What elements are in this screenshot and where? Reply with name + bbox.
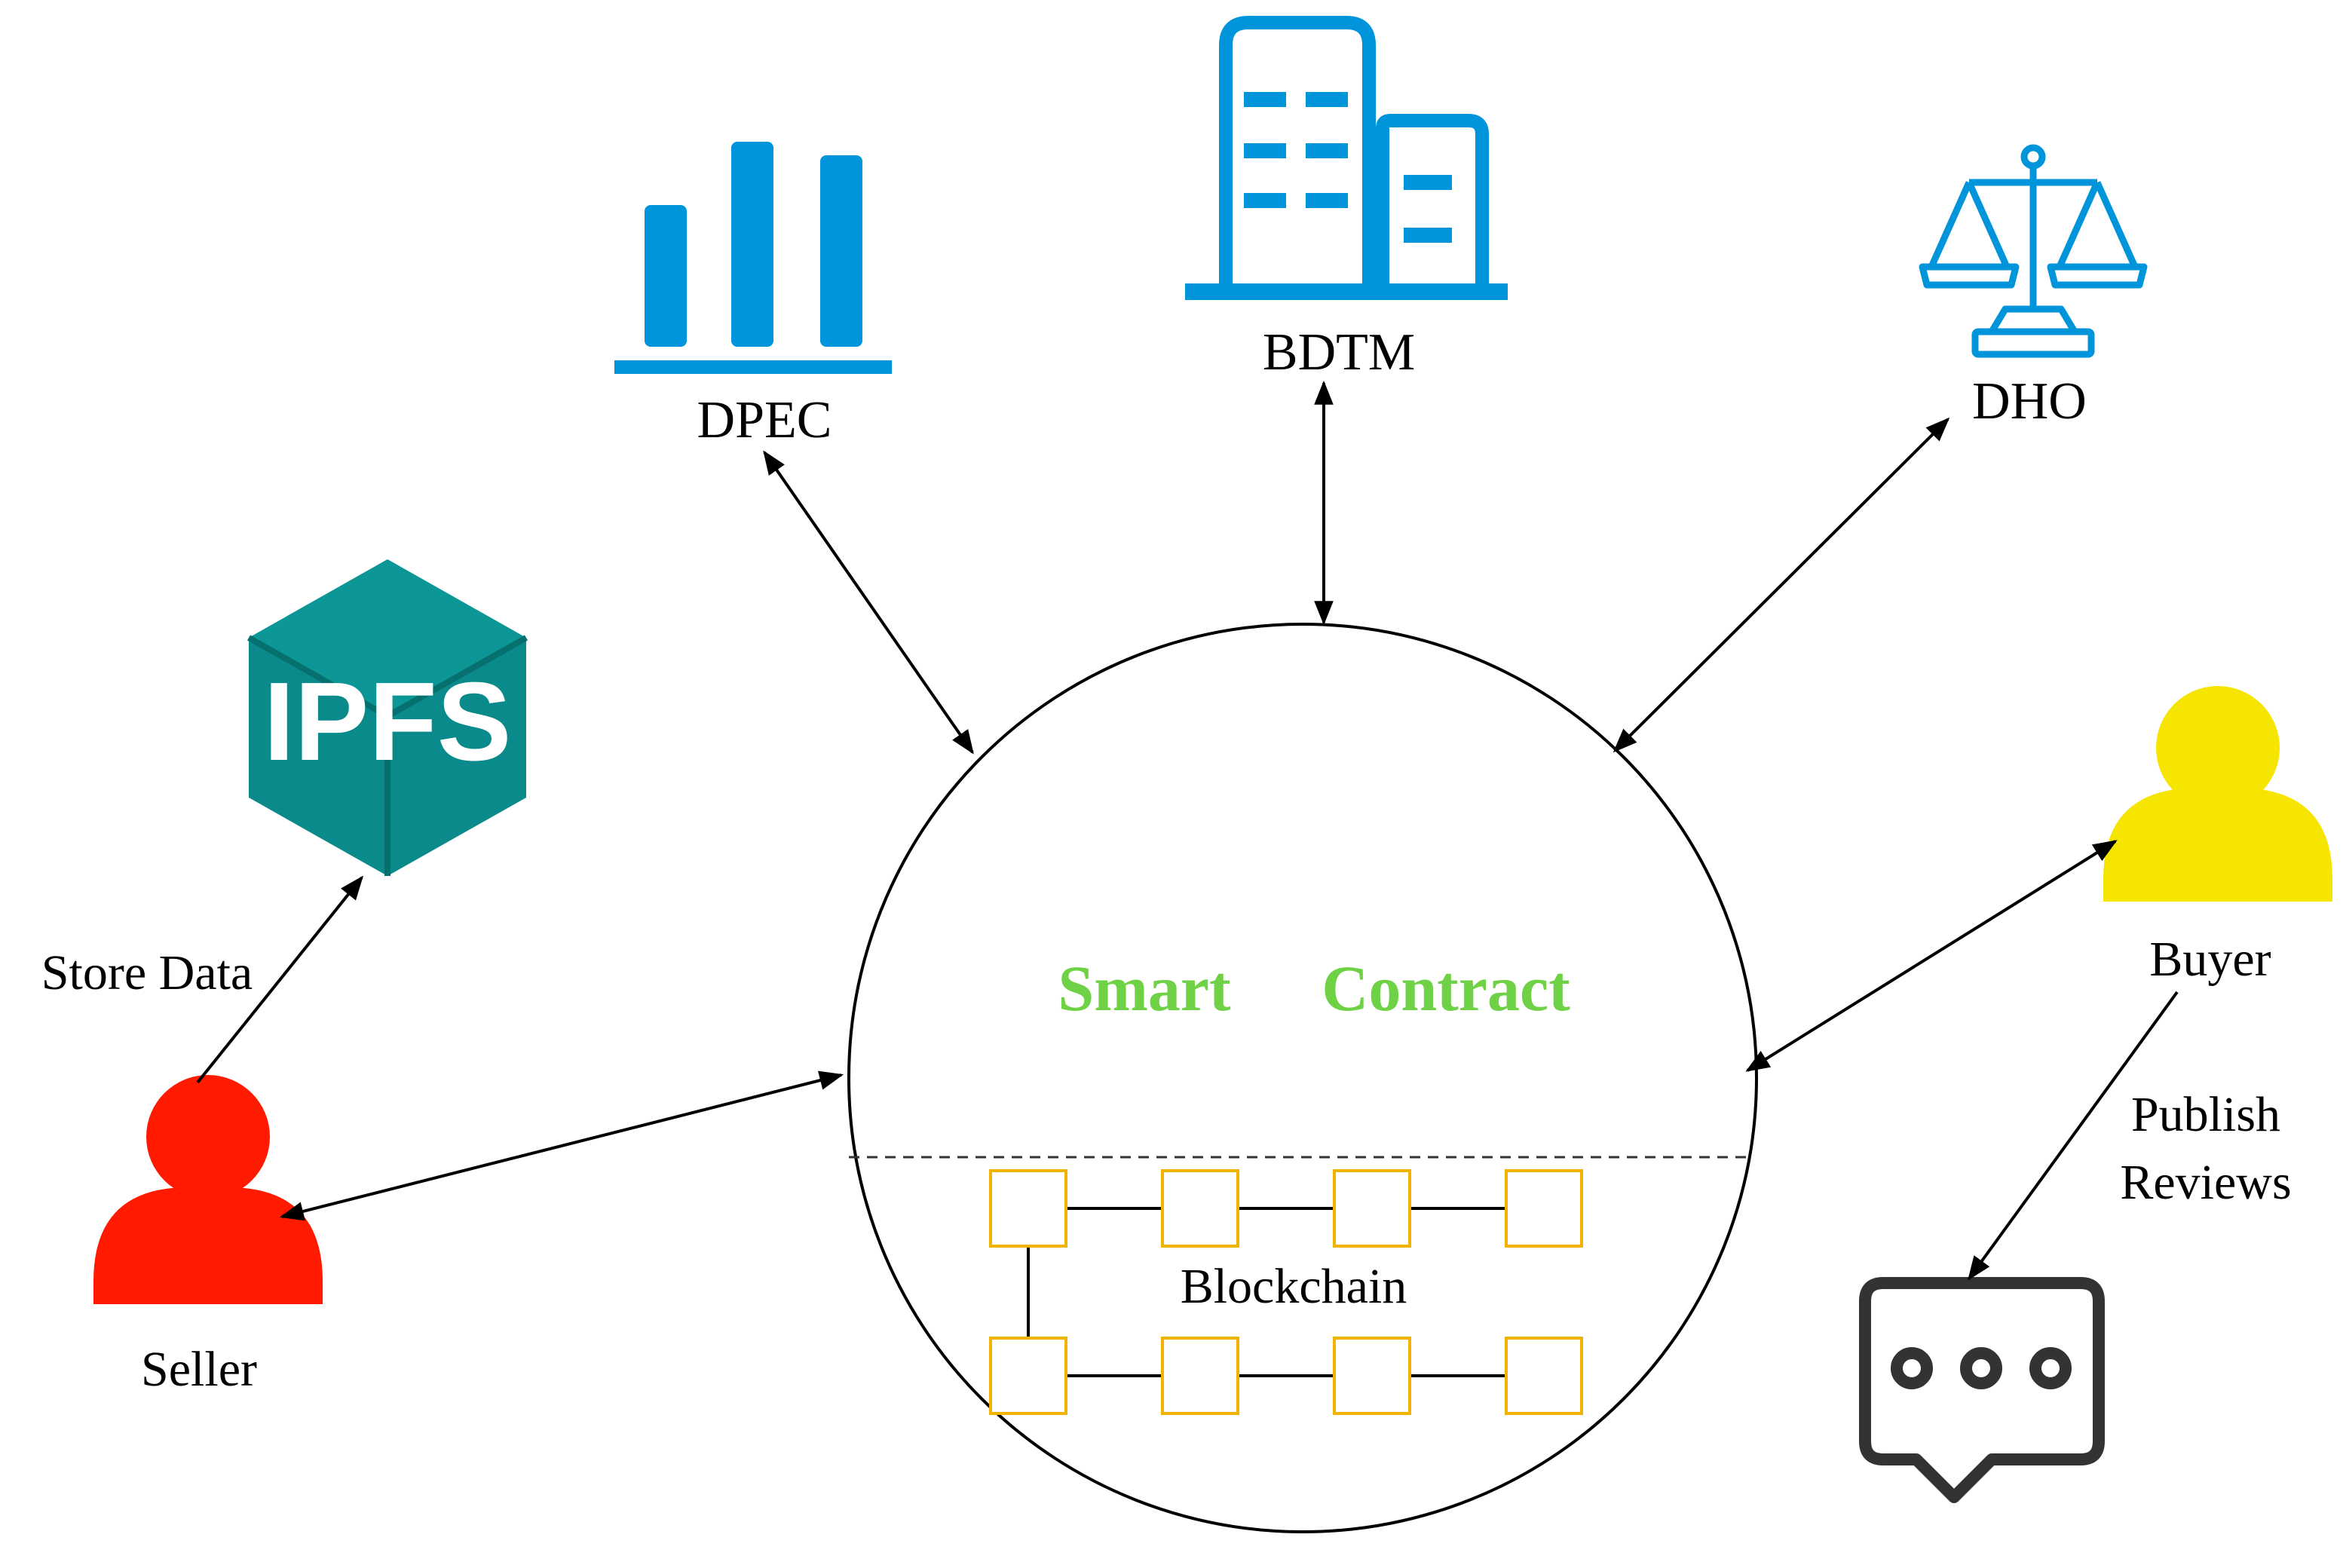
smart-label: Smart	[1058, 952, 1231, 1024]
chat-bubble-icon	[1859, 1277, 2105, 1503]
ipfs-hexagon-logo: IPFS	[247, 559, 528, 876]
publish-reviews-label-line1: Publish	[2131, 1087, 2280, 1142]
block	[1161, 1169, 1239, 1248]
bar-chart-icon	[614, 142, 892, 374]
seller-person-icon	[93, 1075, 323, 1304]
blockchain	[1027, 1207, 1506, 1377]
blockchain-label: Blockchain	[1181, 1259, 1407, 1314]
arrow-seller-ipfs	[196, 875, 364, 1084]
publish-reviews-label-line2: Reviews	[2120, 1155, 2291, 1210]
block	[1505, 1337, 1583, 1415]
arrow-seller-contract	[279, 1070, 844, 1221]
buildings-icon	[1185, 16, 1508, 300]
block	[989, 1169, 1067, 1248]
block	[1333, 1169, 1411, 1248]
dho-label: DHO	[1972, 372, 2087, 430]
arrow-dpec-contract	[763, 450, 974, 755]
dpec-label: DPEC	[697, 391, 832, 449]
arrow-buyer-reviews	[1968, 991, 2179, 1281]
blockchain-blocks	[989, 1169, 1583, 1415]
buyer-person-icon	[2103, 686, 2332, 902]
contract-label: Contract	[1322, 952, 1570, 1024]
block	[1161, 1337, 1239, 1415]
smart-contract-circle: Smart Contract Blockchain	[847, 623, 1758, 1533]
buyer-label: Buyer	[2149, 932, 2271, 987]
arrow-buyer-contract	[1745, 840, 2118, 1072]
arrow-dho-contract	[1613, 417, 1950, 753]
bdtm-label: BDTM	[1263, 323, 1415, 381]
connectors	[196, 380, 2179, 1281]
block	[1333, 1337, 1411, 1415]
block	[1505, 1169, 1583, 1248]
ipfs-label: IPFS	[264, 660, 512, 784]
block	[989, 1337, 1067, 1415]
seller-label: Seller	[141, 1342, 257, 1397]
store-data-label: Store Data	[41, 945, 253, 1000]
scales-of-justice-icon	[1919, 144, 2148, 358]
